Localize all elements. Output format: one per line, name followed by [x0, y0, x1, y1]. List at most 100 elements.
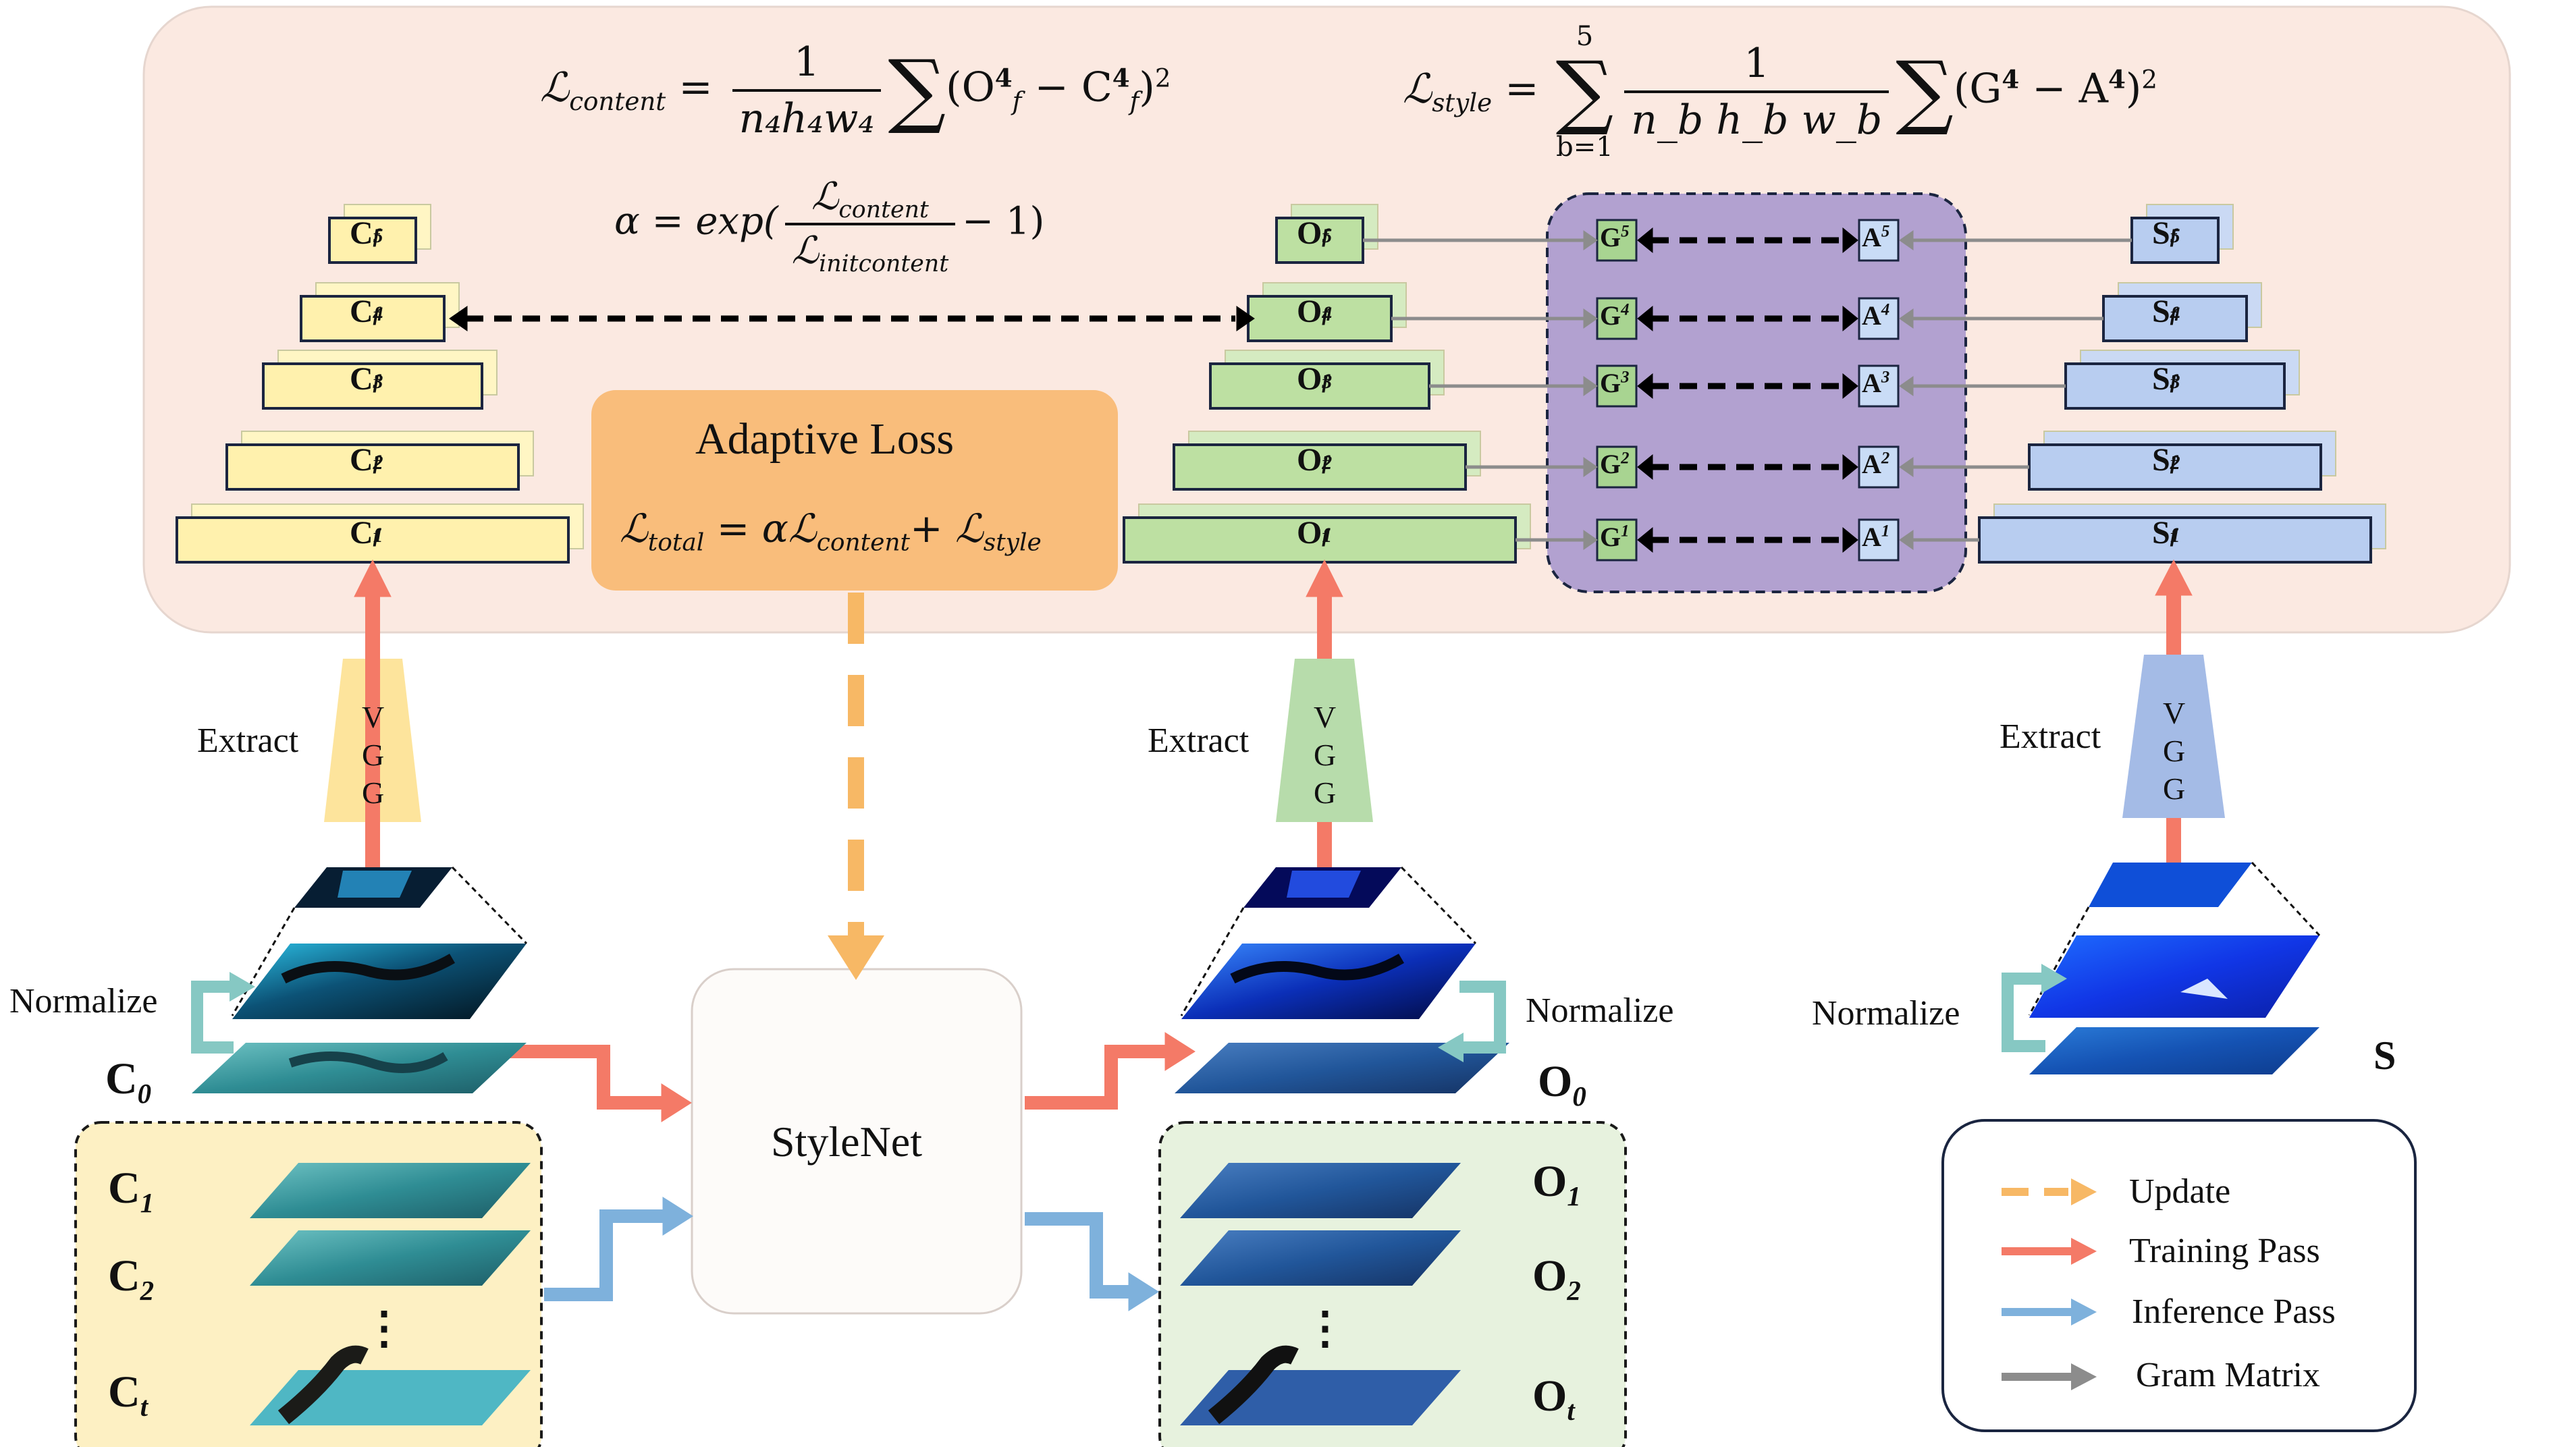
gram-g-label: G3 — [1600, 368, 1630, 398]
normalize-label-style: Normalize — [1812, 994, 1960, 1033]
o1-label: O1 — [1532, 1157, 1581, 1212]
gram-matrix-arrows — [1363, 230, 2132, 550]
gram-g-column — [1596, 219, 1638, 562]
update-arrow — [828, 593, 884, 980]
gram-g-box — [1596, 445, 1638, 489]
gram-panel — [1546, 192, 1967, 593]
style-level — [2102, 295, 2248, 342]
gram-a-box — [1858, 219, 1900, 262]
s-label: S — [2373, 1033, 2396, 1078]
normalize-label-output: Normalize — [1526, 991, 1674, 1030]
vgg-letter: G — [362, 775, 385, 810]
gram-a-box — [1858, 518, 1900, 562]
extract-label-output: Extract — [1148, 721, 1250, 760]
loss-comparison-arrows — [449, 227, 1858, 553]
content-level — [176, 516, 570, 564]
gram-g-label: G4 — [1600, 300, 1630, 331]
adaptive-loss-title: Adaptive Loss — [695, 414, 955, 464]
total-loss-equation: ℒtotal = αℒcontent+ ℒstyle — [620, 506, 1042, 557]
gram-a-box — [1858, 297, 1900, 340]
style-feature-pyramid — [1978, 204, 2386, 564]
vgg-letter: G — [2163, 771, 2186, 806]
vgg-style — [2122, 655, 2225, 818]
content-ellipsis: ⋮ — [362, 1304, 406, 1353]
gram-g-box — [1596, 297, 1638, 340]
output-level — [1173, 443, 1467, 491]
content-level — [300, 295, 446, 342]
output-level — [1123, 516, 1517, 564]
legend-label-inference: Inference Pass — [2132, 1292, 2336, 1331]
content-frame-stack — [250, 1163, 531, 1425]
ct-label: Ct — [108, 1367, 149, 1423]
stylenet-label: StyleNet — [771, 1118, 922, 1166]
output-o0-frames — [1175, 866, 1509, 1093]
content-loss-lhs: ℒcontent — [540, 63, 666, 116]
c0-label: C0 — [105, 1054, 152, 1110]
vgg-letter: G — [1314, 775, 1337, 810]
gram-a-label: A1 — [1862, 522, 1890, 552]
gram-a-label: A4 — [1862, 300, 1890, 331]
output-ellipsis: ⋮ — [1303, 1304, 1347, 1353]
output-feature-pyramid — [1123, 204, 1531, 564]
gram-g-label: G2 — [1600, 449, 1630, 479]
gram-g-label: G1 — [1600, 522, 1630, 552]
normalize-arrowheads — [230, 964, 2067, 1062]
style-level — [2028, 443, 2322, 491]
adaptive-loss-box — [591, 390, 1118, 591]
output-frame-stack — [1180, 1163, 1461, 1425]
gram-a-column — [1858, 219, 1900, 562]
normalize-label-content: Normalize — [9, 982, 158, 1020]
vgg-letter: G — [1314, 738, 1337, 772]
content-level — [262, 362, 483, 410]
o2-label: O2 — [1532, 1251, 1581, 1307]
c1-label: C1 — [108, 1164, 155, 1219]
ot-label: Ot — [1532, 1371, 1575, 1427]
style-s-frames — [2028, 861, 2321, 1074]
gram-a-label: A5 — [1862, 222, 1890, 252]
legend-glyphs — [2002, 1178, 2097, 1390]
content-level — [328, 217, 417, 264]
legend-label-training: Training Pass — [2129, 1232, 2320, 1270]
c2-label: C2 — [108, 1251, 155, 1307]
extract-label-style: Extract — [2000, 717, 2101, 756]
content-level — [225, 443, 520, 491]
gram-g-box — [1596, 219, 1638, 262]
gram-g-label: G5 — [1600, 222, 1630, 252]
output-level — [1209, 362, 1430, 410]
vgg-letter: G — [2163, 734, 2186, 768]
gram-a-box — [1858, 445, 1900, 489]
vgg-letter: V — [1314, 700, 1337, 734]
vgg-output — [1276, 659, 1373, 822]
legend-label-update: Update — [2129, 1172, 2231, 1211]
gram-a-label: A3 — [1862, 368, 1890, 398]
content-feature-pyramid — [176, 204, 584, 564]
legend-box — [1941, 1119, 2417, 1432]
extract-label-content: Extract — [197, 721, 299, 760]
vgg-letter: V — [362, 700, 385, 734]
normalize-arrows — [191, 973, 2045, 1054]
vgg-letter: G — [362, 738, 385, 772]
content-c0-frames — [192, 866, 528, 1093]
legend-label-gram: Gram Matrix — [2136, 1356, 2320, 1394]
output-level — [1275, 217, 1364, 264]
gram-a-label: A2 — [1862, 449, 1890, 479]
